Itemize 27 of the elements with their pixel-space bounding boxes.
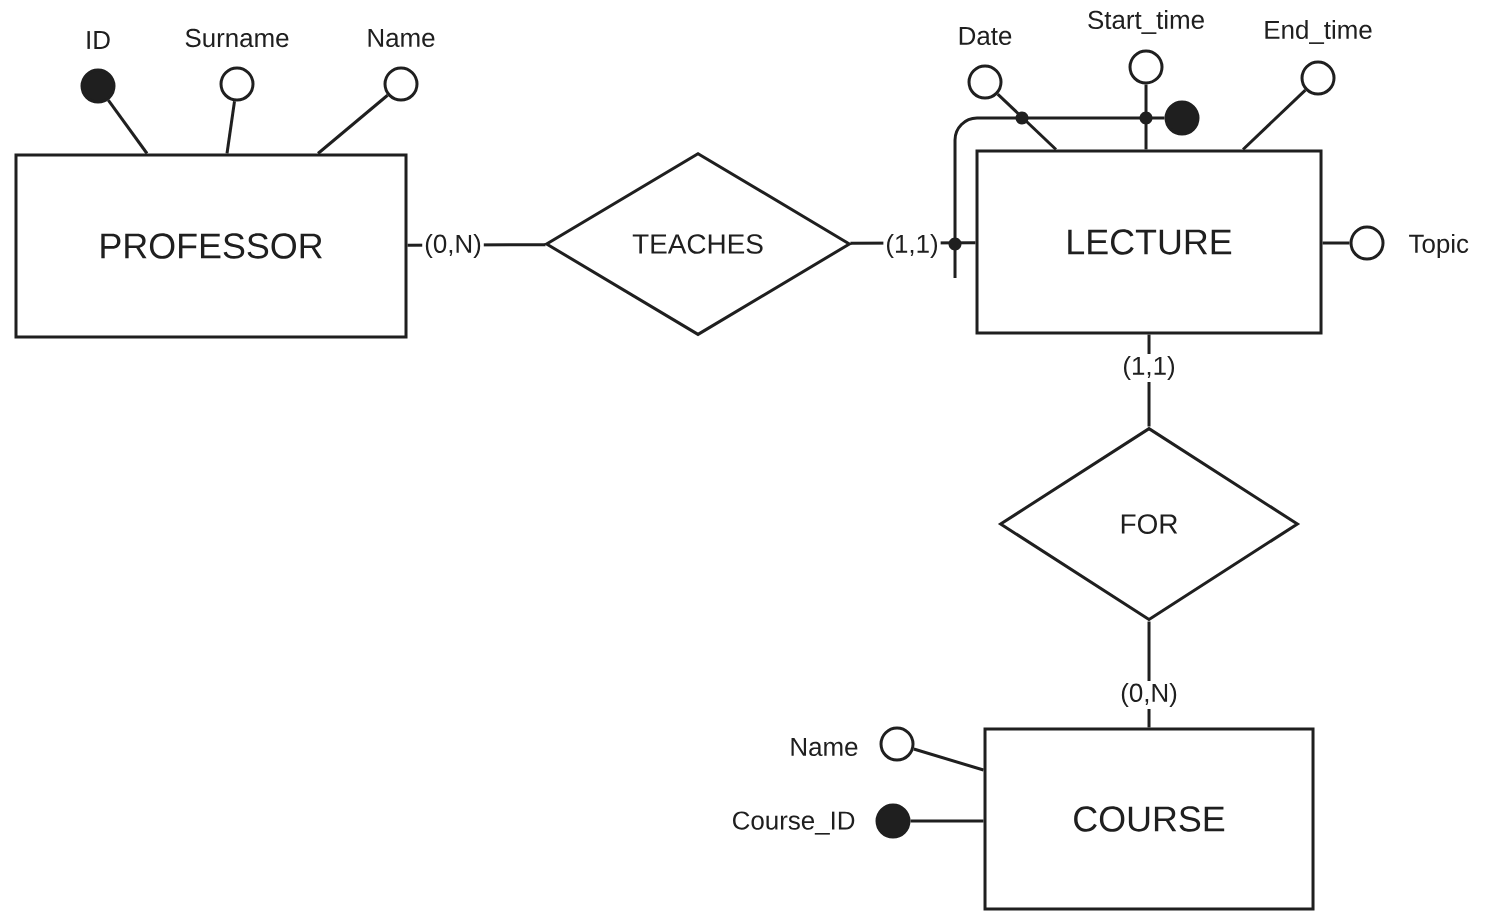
entity-box: PROFESSOR <box>14 153 408 339</box>
connector-line <box>317 94 389 155</box>
connector-line <box>996 92 1058 151</box>
attribute-label: Name <box>791 737 858 757</box>
attribute-label: Topic <box>1409 233 1469 259</box>
attribute-label: Surname <box>185 28 289 48</box>
attribute-label: Date <box>959 26 1012 46</box>
entity-box: COURSE <box>983 727 1315 911</box>
connector-line <box>1322 241 1350 245</box>
attribute-label: ID <box>87 31 110 49</box>
key-dot <box>1164 100 1200 136</box>
attribute-label: Name <box>368 28 435 48</box>
cardinality-label: (1,1) <box>883 231 941 261</box>
identifier-line <box>948 111 1165 278</box>
connector-line <box>107 99 149 155</box>
connector-line <box>913 747 984 772</box>
connector-line <box>910 819 984 823</box>
connector-line <box>1242 89 1307 151</box>
cardinality-label: (0,N) <box>1118 680 1180 710</box>
cardinality-label: (0,N) <box>422 231 484 261</box>
cardinality-label: (1,1) <box>1120 353 1178 383</box>
attribute-label: Course_ID <box>733 811 855 835</box>
entity-box: LECTURE <box>975 149 1323 335</box>
connector-line <box>1144 84 1148 150</box>
attribute-label: Start_time <box>1088 10 1204 34</box>
connector-line <box>225 101 236 154</box>
attribute-label: End_time <box>1265 20 1372 44</box>
